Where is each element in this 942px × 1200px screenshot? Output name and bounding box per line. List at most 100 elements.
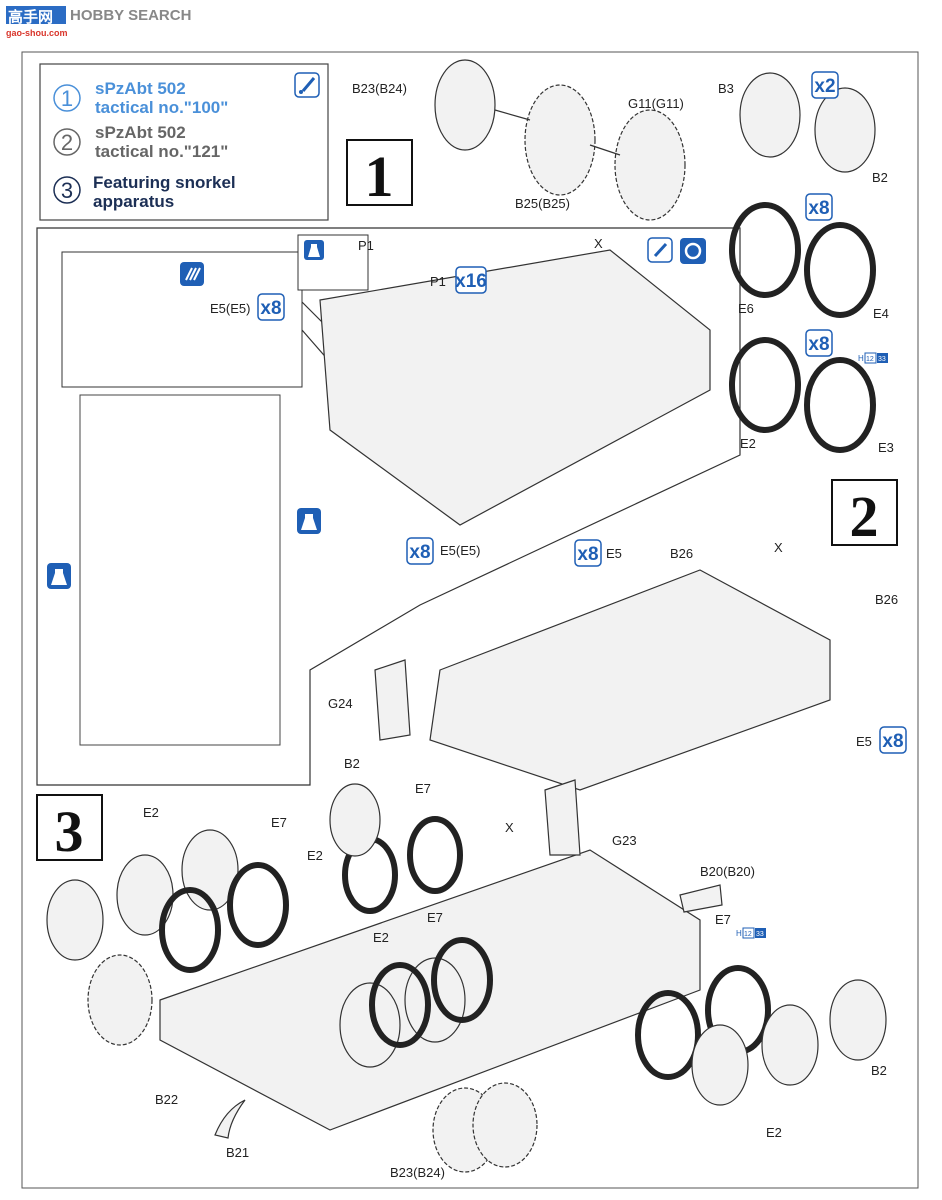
label-e5: E5 — [606, 546, 622, 561]
decal-icon — [180, 262, 204, 286]
color-prefix: H — [736, 929, 742, 938]
step-3-marker: 3 — [36, 794, 103, 864]
step-number: 1 — [365, 144, 394, 209]
label-g24: G24 — [328, 696, 353, 711]
paint-brush-icon — [647, 237, 673, 263]
legend-line2: tactical no."121" — [95, 142, 228, 161]
legend-item-1: 1 sPzAbt 502 tactical no."100" — [53, 79, 228, 117]
color-reference: H 12 33 — [736, 927, 766, 939]
step-number: 3 — [55, 799, 84, 864]
badge-text: x2 — [814, 76, 835, 97]
number-circle-icon — [53, 84, 81, 112]
badge-text: x8 — [882, 731, 903, 752]
hull-step-1 — [319, 249, 711, 526]
number-circle-icon — [53, 128, 81, 156]
badge-text: x8 — [808, 334, 829, 355]
label-e6: E6 — [738, 301, 754, 316]
watermark-logo-text: 高手网 — [8, 8, 53, 26]
color-b: 33 — [756, 931, 764, 938]
color-a: 12 — [866, 356, 874, 363]
label-e2: E2 — [373, 930, 389, 945]
wheel-e6 — [729, 202, 801, 298]
badge-text: x16 — [455, 271, 487, 292]
label-x: X — [594, 236, 603, 251]
label-b23-b24: B23(B24) — [390, 1165, 445, 1180]
wheel-e2 — [729, 337, 801, 433]
label-x: X — [505, 820, 514, 835]
label-g11-g11: G11(G11) — [628, 96, 684, 111]
badge-x8: x8 — [257, 293, 285, 321]
wheel-e4 — [804, 222, 876, 318]
label-b2: B2 — [871, 1063, 887, 1078]
label-p1-note: P1 — [358, 238, 374, 253]
label-e3: E3 — [878, 440, 894, 455]
legend-line1: Featuring snorkel — [93, 173, 236, 192]
label-e4: E4 — [873, 306, 889, 321]
part-b2 — [814, 87, 876, 173]
label-e2: E2 — [740, 436, 756, 451]
glue-icon — [304, 240, 324, 260]
label-b3: B3 — [718, 81, 734, 96]
watermark-logo — [6, 6, 66, 24]
label-e7: E7 — [415, 781, 431, 796]
badge-x8: x8 — [805, 329, 833, 357]
step-1-marker: 1 — [346, 139, 413, 209]
legend-number: 3 — [61, 178, 73, 203]
badge-x8: x8 — [879, 726, 907, 754]
step-2-marker: 2 — [831, 479, 898, 549]
badge-x8: x8 — [406, 537, 434, 565]
label-e7: E7 — [715, 912, 731, 927]
watermark-site: gao-shou.com — [6, 28, 68, 38]
label-b26: B26 — [875, 592, 898, 607]
part-labels: B23(B24) B25(B25) G11(G11) B3 B2 E6 E4 E… — [143, 81, 898, 1180]
label-e2: E2 — [766, 1125, 782, 1140]
color-b: 33 — [878, 356, 886, 363]
watermark-brand: HOBBY SEARCH — [70, 7, 191, 24]
label-b26: B26 — [670, 546, 693, 561]
label-b23-b24: B23(B24) — [352, 81, 407, 96]
legend-number: 1 — [61, 86, 73, 111]
label-b2: B2 — [872, 170, 888, 185]
part-b20 — [679, 884, 723, 913]
step-1-detail-frame — [36, 227, 741, 786]
label-b25-b25: B25(B25) — [515, 196, 570, 211]
badge-x8: x8 — [574, 539, 602, 567]
legend-number: 2 — [61, 130, 73, 155]
quantity-badges: x2 x8 x8 x8 x16 x8 x8 x8 — [257, 71, 907, 754]
label-b21: B21 — [226, 1145, 249, 1160]
color-prefix: H — [858, 354, 864, 363]
label-g23: G23 — [612, 833, 637, 848]
label-e2: E2 — [307, 848, 323, 863]
wheel-e3 — [804, 357, 876, 453]
badge-text: x8 — [260, 298, 281, 319]
legend-line1: sPzAbt 502 — [95, 79, 186, 98]
glue-icon — [297, 508, 321, 534]
badge-x8: x8 — [805, 193, 833, 221]
rotate-icon — [680, 238, 706, 264]
label-e5-e5: E5(E5) — [210, 301, 250, 316]
part-b3 — [739, 72, 801, 158]
hull-step-2 — [429, 569, 831, 791]
label-b20-b20: B20(B20) — [700, 864, 755, 879]
legend-line2: apparatus — [93, 192, 174, 211]
paint-brush-icon — [294, 72, 320, 98]
sprocket-assembly — [434, 59, 686, 221]
label-e7: E7 — [427, 910, 443, 925]
label-b22: B22 — [155, 1092, 178, 1107]
number-circle-icon — [53, 176, 81, 204]
legend-line1: sPzAbt 502 — [95, 123, 186, 142]
part-b21 — [214, 1099, 246, 1139]
color-reference: H 12 33 — [858, 352, 888, 364]
badge-x2: x2 — [811, 71, 839, 99]
road-wheels-step-3 — [46, 783, 887, 1173]
badge-x16: x16 — [455, 266, 487, 294]
badge-text: x8 — [577, 544, 598, 565]
hull-top-view — [79, 394, 281, 746]
label-p1: P1 — [430, 274, 446, 289]
page-frame — [21, 51, 919, 1189]
legend-item-3: 3 Featuring snorkel apparatus — [53, 173, 236, 211]
color-a: 12 — [744, 931, 752, 938]
label-b2: B2 — [344, 756, 360, 771]
badge-text: x8 — [808, 198, 829, 219]
step-number: 2 — [850, 484, 879, 549]
